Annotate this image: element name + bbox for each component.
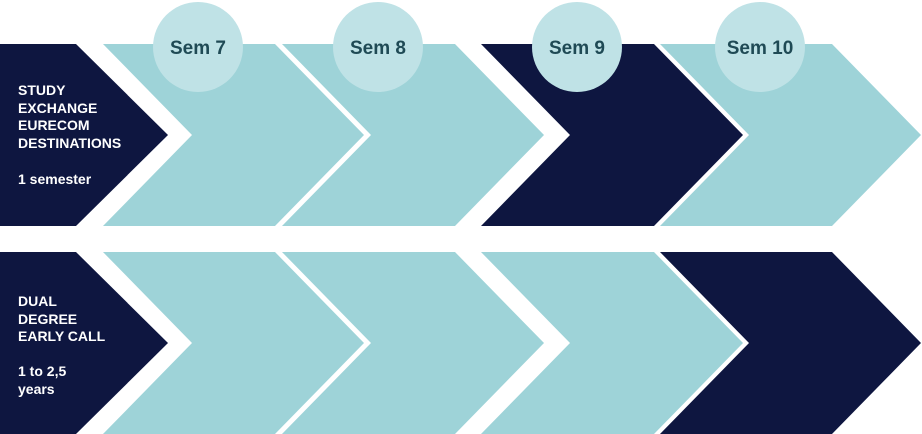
sem9-label: Sem 9 [549, 38, 605, 59]
sem7-circle [153, 2, 243, 92]
sem10-label: Sem 10 [727, 38, 794, 59]
row2-title: DUAL DEGREE EARLY CALL [18, 293, 106, 344]
row1-title: STUDY EXCHANGE EURECOM DESTINATIONS [18, 82, 122, 151]
row2-label-chevron [0, 252, 168, 434]
sem8-label: Sem 8 [350, 38, 406, 59]
row2-sem8-chevron [282, 252, 544, 434]
sem7-label: Sem 7 [170, 38, 226, 59]
row1-duration: 1 semester [18, 171, 92, 187]
row2-sem9-chevron [481, 252, 743, 434]
row1-label-chevron [0, 44, 168, 226]
row2-duration: 1 to 2,5 years [18, 363, 67, 397]
sem9-circle [532, 2, 622, 92]
row2-sem10-chevron [660, 252, 921, 434]
row1-sem10-chevron [660, 44, 921, 226]
sem10-circle [715, 2, 805, 92]
row1-sem9-chevron [481, 44, 743, 226]
row1-sem7-chevron [103, 44, 364, 226]
sem8-circle [333, 2, 423, 92]
row2-sem7-chevron [103, 252, 364, 434]
row1-sem8-chevron [282, 44, 544, 226]
